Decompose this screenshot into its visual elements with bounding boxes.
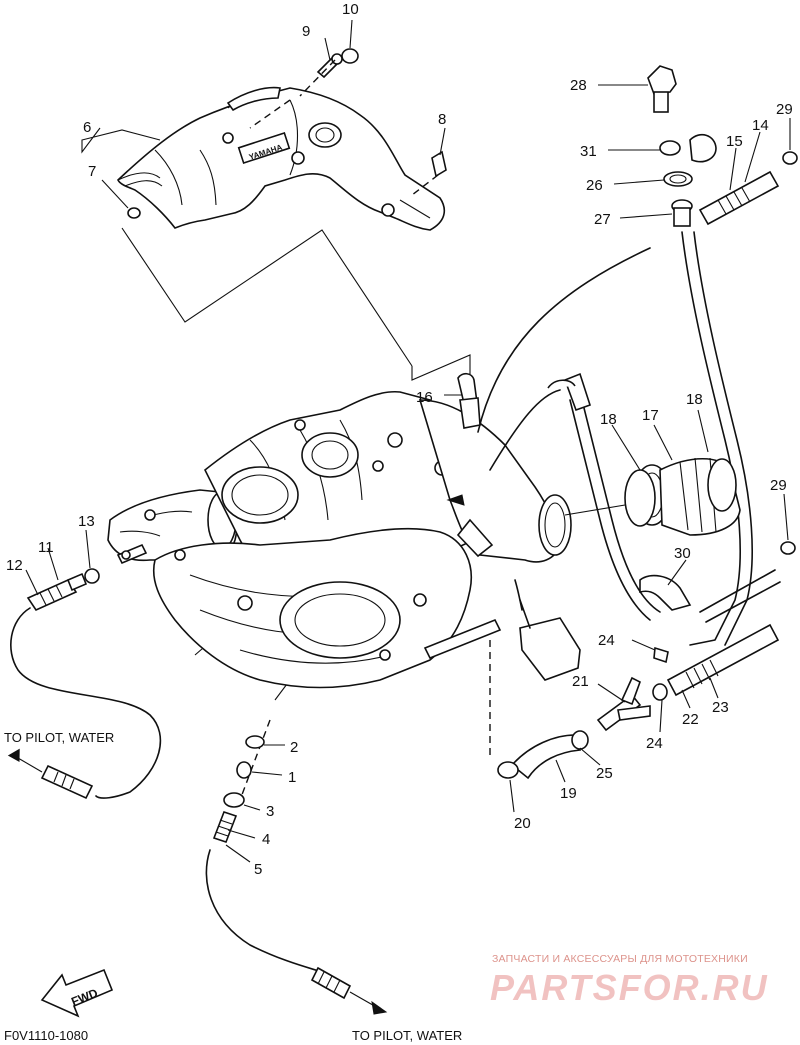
callout-10[interactable]: 10 <box>342 1 359 18</box>
engine-exhaust-assembly <box>107 390 572 689</box>
callout-29b[interactable]: 29 <box>770 477 787 494</box>
callout-1[interactable]: 1 <box>288 769 296 786</box>
callout-15[interactable]: 15 <box>726 133 743 150</box>
callout-12[interactable]: 12 <box>6 557 23 574</box>
exhaust-cover-assembly: YAMAHA <box>117 86 446 231</box>
callout-29a[interactable]: 29 <box>776 101 793 118</box>
callout-18a[interactable]: 18 <box>600 411 617 428</box>
callout-17[interactable]: 17 <box>642 407 659 424</box>
callout-16[interactable]: 16 <box>416 389 433 406</box>
callout-31[interactable]: 31 <box>580 143 597 160</box>
callout-3[interactable]: 3 <box>266 803 274 820</box>
callout-27[interactable]: 27 <box>594 211 611 228</box>
callout-5[interactable]: 5 <box>254 861 262 878</box>
callout-30[interactable]: 30 <box>674 545 691 562</box>
callout-14[interactable]: 14 <box>752 117 769 134</box>
callout-9[interactable]: 9 <box>302 23 310 40</box>
callout-4[interactable]: 4 <box>262 831 270 848</box>
callout-2[interactable]: 2 <box>290 739 298 756</box>
callout-25[interactable]: 25 <box>596 765 613 782</box>
callout-6[interactable]: 6 <box>83 119 91 136</box>
callout-7[interactable]: 7 <box>88 163 96 180</box>
callout-19[interactable]: 19 <box>560 785 577 802</box>
callout-24b[interactable]: 24 <box>646 735 663 752</box>
note-to-pilot-bottom: TO PILOT, WATER <box>352 1028 462 1043</box>
watermark-line1: ЗАПЧАСТИ И АКСЕССУАРЫ ДЛЯ МОТОТЕХНИКИ <box>492 953 748 965</box>
callout-23[interactable]: 23 <box>712 699 729 716</box>
callout-18b[interactable]: 18 <box>686 391 703 408</box>
callout-28[interactable]: 28 <box>570 77 587 94</box>
callout-26[interactable]: 26 <box>586 177 603 194</box>
center-pilot-hose <box>205 735 388 1015</box>
forward-arrow[interactable]: FWD <box>40 968 114 1018</box>
callout-8[interactable]: 8 <box>438 111 446 128</box>
water-hoses <box>457 65 798 780</box>
callout-11[interactable]: 11 <box>38 539 54 556</box>
assembly-dashed-lines <box>239 59 491 801</box>
figure-code: F0V1110-1080 <box>4 1028 88 1043</box>
callout-22[interactable]: 22 <box>682 711 699 728</box>
callout-labels: 1 2 3 4 5 6 7 8 9 10 11 12 13 14 15 16 1… <box>6 1 793 878</box>
watermark: ЗАПЧАСТИ И АКСЕССУАРЫ ДЛЯ МОТОТЕХНИКИ PA… <box>490 953 769 1008</box>
callout-20[interactable]: 20 <box>514 815 531 832</box>
watermark-line2: PARTSFOR.RU <box>490 967 769 1008</box>
left-pilot-hose <box>7 568 162 800</box>
note-to-pilot-left: TO PILOT, WATER <box>4 730 114 745</box>
callout-24a[interactable]: 24 <box>598 632 615 649</box>
callout-21[interactable]: 21 <box>572 673 589 690</box>
leader-lines <box>25 19 791 863</box>
callout-13[interactable]: 13 <box>78 513 95 530</box>
